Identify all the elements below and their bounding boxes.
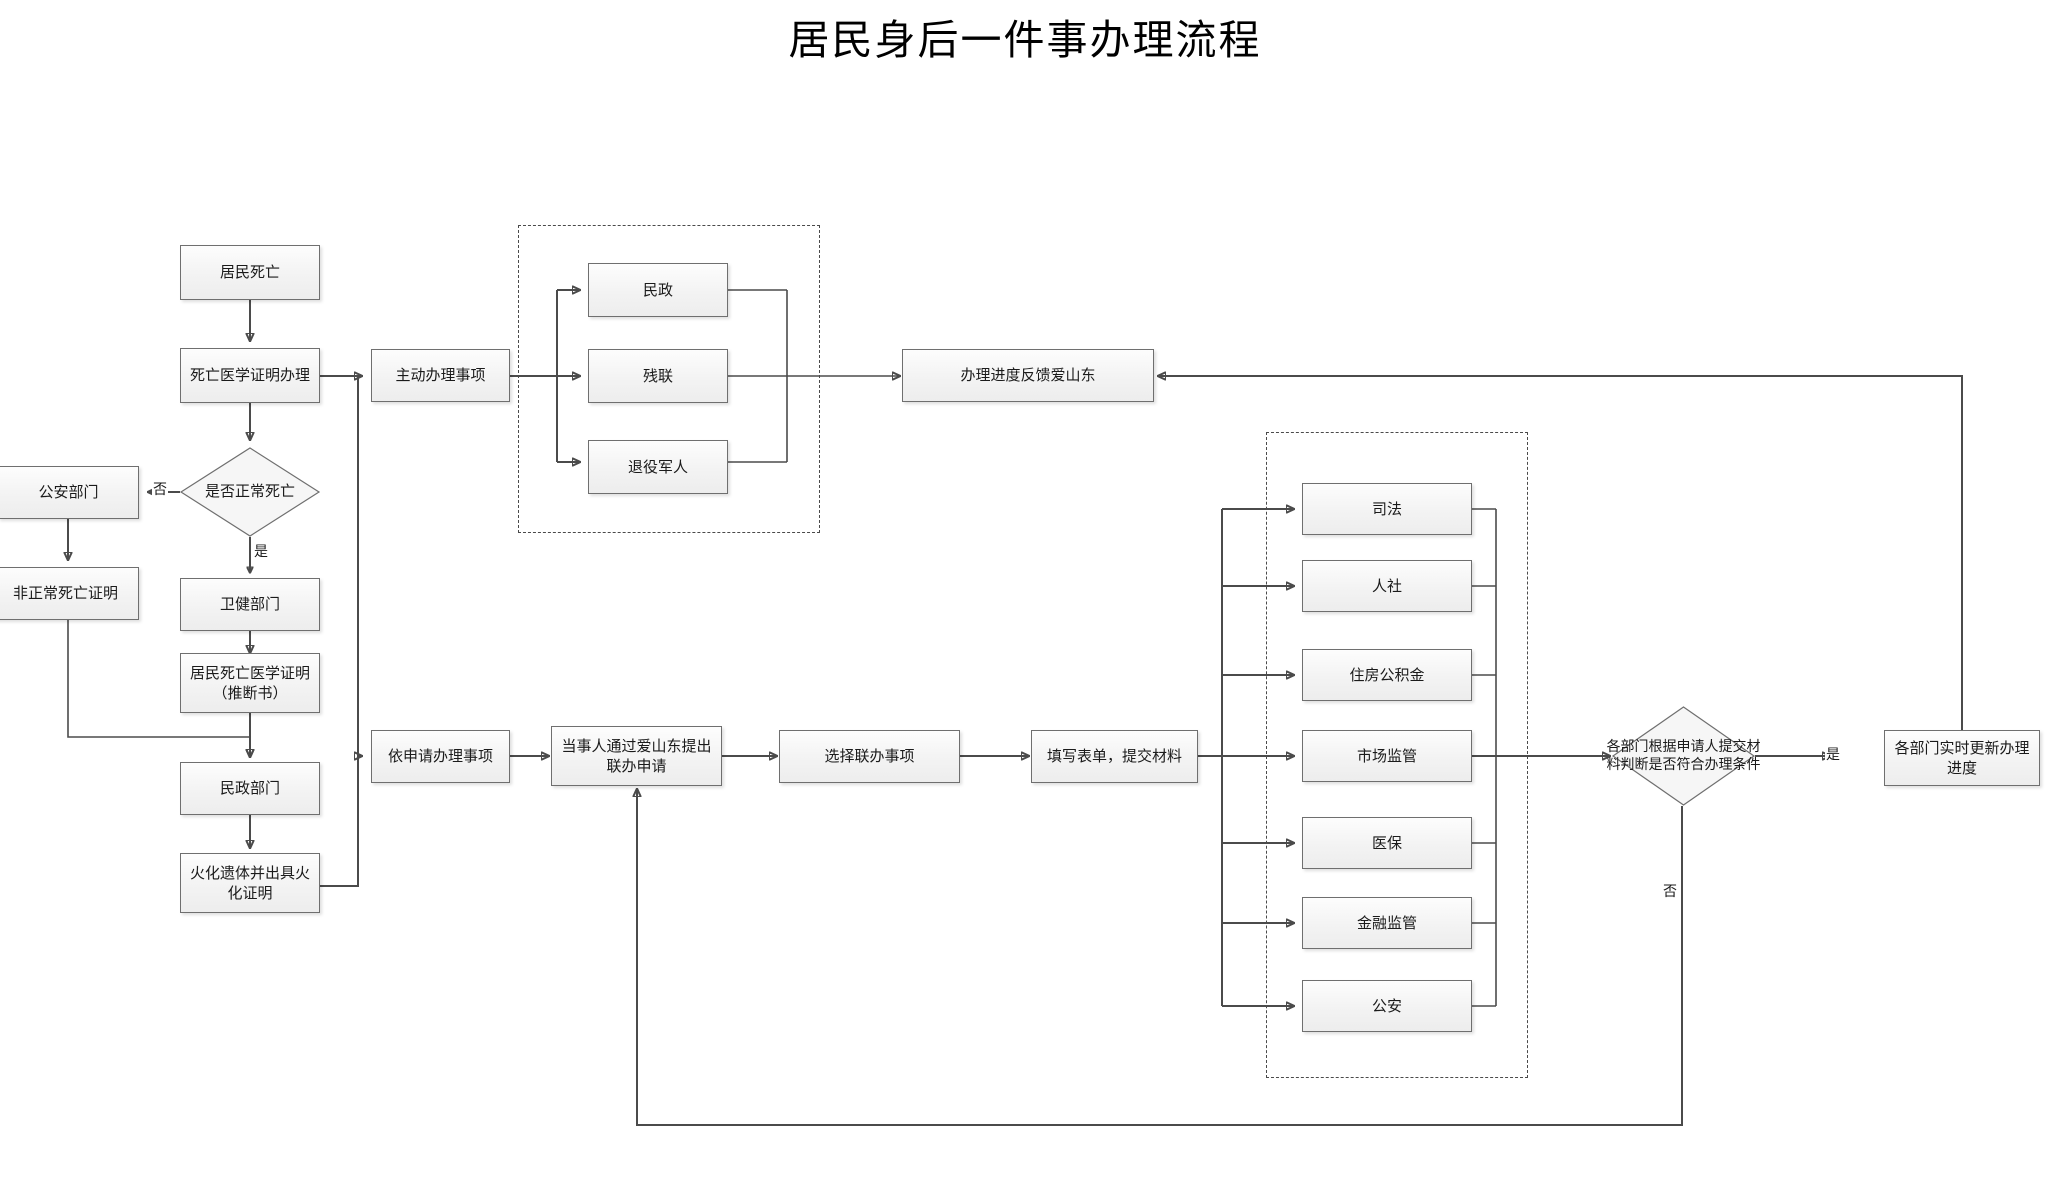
node-label: 公安部门: [38, 483, 99, 502]
node-label: 住房公积金: [1349, 665, 1425, 684]
node-veterans-affairs[interactable]: 退役军人: [588, 440, 728, 494]
node-label: 填写表单，提交材料: [1046, 747, 1182, 766]
node-label: 卫健部门: [219, 595, 280, 614]
node-public-security[interactable]: 公安: [1302, 980, 1472, 1032]
node-disabled-federation[interactable]: 残联: [588, 349, 728, 403]
node-label: 退役军人: [627, 457, 688, 476]
node-label: 居民死亡医学证明（推断书）: [189, 663, 310, 702]
node-fill-form-submit-materials[interactable]: 填写表单，提交材料: [1031, 730, 1198, 783]
node-label: 民政部门: [219, 779, 280, 798]
node-choose-joint-items[interactable]: 选择联办事项: [779, 730, 960, 783]
node-party-submit-application[interactable]: 当事人通过爱山东提出联办申请: [551, 726, 722, 786]
node-label: 民政: [642, 280, 673, 299]
node-market-supervision[interactable]: 市场监管: [1302, 730, 1472, 782]
node-label: 金融监管: [1356, 913, 1417, 932]
node-is-normal-death[interactable]: [179, 447, 321, 537]
node-label: 公安: [1371, 996, 1402, 1015]
node-label: 各部门实时更新办理进度: [1894, 738, 2030, 777]
node-cremation-certificate[interactable]: 火化遗体并出具火化证明: [180, 853, 320, 913]
node-resident-death-medical-certificate[interactable]: 居民死亡医学证明（推断书）: [180, 653, 320, 713]
node-label: 办理进度反馈爱山东: [960, 366, 1096, 385]
node-apply-items[interactable]: 依申请办理事项: [371, 730, 510, 783]
node-label: 人社: [1371, 576, 1402, 595]
edge-label-no-abnormal: 否: [152, 482, 168, 498]
node-civil-affairs[interactable]: 民政: [588, 263, 728, 317]
node-civil-affairs-department[interactable]: 民政部门: [180, 762, 320, 815]
node-resident-death[interactable]: 居民死亡: [180, 245, 320, 300]
node-label: 残联: [642, 366, 673, 385]
node-label: 医保: [1371, 833, 1402, 852]
node-medical-insurance[interactable]: 医保: [1302, 817, 1472, 869]
node-police-department[interactable]: 公安部门: [0, 466, 139, 519]
group-active-departments: [518, 225, 820, 533]
node-label: 依申请办理事项: [387, 747, 493, 766]
node-label: 当事人通过爱山东提出联办申请: [561, 736, 712, 775]
edge-label-no-ineligible: 否: [1662, 884, 1678, 900]
node-label: 居民死亡: [219, 263, 280, 282]
node-human-resources-social-security[interactable]: 人社: [1302, 560, 1472, 612]
node-label: 火化遗体并出具火化证明: [189, 863, 310, 902]
edge-label-yes-eligible: 是: [1825, 747, 1841, 763]
node-abnormal-death-certificate[interactable]: 非正常死亡证明: [0, 567, 139, 620]
node-label: 主动办理事项: [395, 366, 486, 385]
node-label: 司法: [1371, 499, 1402, 518]
node-health-department[interactable]: 卫健部门: [180, 578, 320, 631]
node-label: 选择联办事项: [824, 747, 915, 766]
node-label: 市场监管: [1356, 746, 1417, 765]
node-death-certificate-processing[interactable]: 死亡医学证明办理: [180, 348, 320, 403]
node-realtime-progress-update[interactable]: 各部门实时更新办理进度: [1884, 730, 2040, 786]
page-title: 居民身后一件事办理流程: [788, 16, 1262, 64]
node-progress-feedback[interactable]: 办理进度反馈爱山东: [902, 349, 1154, 402]
node-housing-provident-fund[interactable]: 住房公积金: [1302, 649, 1472, 701]
node-active-items[interactable]: 主动办理事项: [371, 349, 510, 402]
node-eligibility-decision[interactable]: [1611, 706, 1756, 806]
node-label: 死亡医学证明办理: [189, 366, 310, 385]
node-label: 非正常死亡证明: [12, 584, 118, 603]
edge-label-yes-normal: 是: [253, 544, 269, 560]
node-financial-supervision[interactable]: 金融监管: [1302, 897, 1472, 949]
group-apply-departments: [1266, 432, 1528, 1078]
node-judicial[interactable]: 司法: [1302, 483, 1472, 535]
